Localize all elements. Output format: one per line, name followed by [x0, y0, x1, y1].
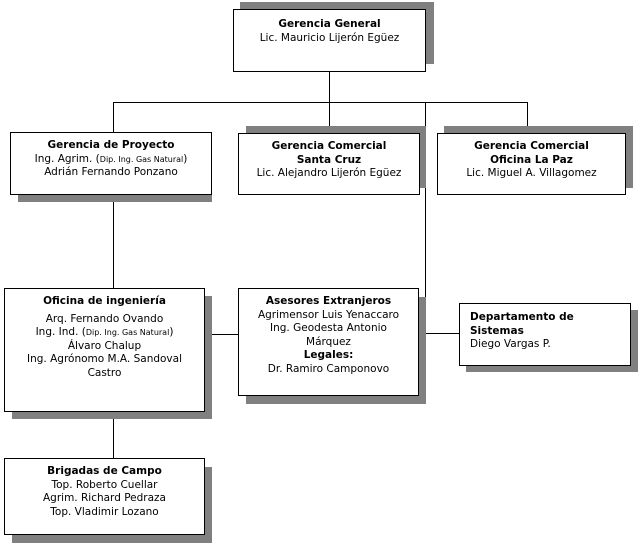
la-paz-title1: Gerencia Comercial: [474, 140, 589, 152]
asesores-line3: Márquez: [306, 335, 351, 348]
gerencia-general-title: Gerencia General: [278, 18, 381, 30]
sistemas-box: Departamento de Sistemas Diego Vargas P.: [459, 303, 631, 366]
brigadas-line1: Top. Roberto Cuellar: [51, 478, 158, 491]
sistemas-title2: Sistemas: [470, 324, 524, 337]
santa-cruz-title1: Gerencia Comercial: [271, 140, 387, 152]
la-paz-box: Gerencia Comercial Oficina La Paz Lic. M…: [437, 133, 626, 195]
gerencia-proyecto-name: Adrián Fernando Ponzano: [44, 166, 178, 178]
gerencia-proyecto-line1: Ing. Agrim. (Dip. Ing. Gas Natural): [34, 152, 188, 165]
gerencia-proyecto-title: Gerencia de Proyecto: [47, 139, 175, 151]
gerencia-general-name: Lic. Mauricio Lijerón Egüez: [259, 31, 400, 44]
santa-cruz-box: Gerencia Comercial Santa Cruz Lic. Aleja…: [238, 133, 420, 195]
connector-to-proyecto: [113, 102, 114, 133]
legales-title: Legales:: [303, 349, 354, 361]
la-paz-name: Lic. Miguel A. Villagomez: [466, 167, 597, 179]
sistemas-name: Diego Vargas P.: [470, 338, 551, 350]
connector-top-vertical: [329, 71, 330, 103]
gerencia-general-box: Gerencia General Lic. Mauricio Lijerón E…: [233, 9, 426, 72]
oficina-title: Oficina de ingeniería: [43, 295, 166, 307]
asesores-line2: Ing. Geodesta Antonio: [270, 322, 387, 334]
oficina-line2: Ing. Ind. (Dip. Ing. Gas Natural): [35, 326, 174, 338]
asesores-box: Asesores Extranjeros Agrimensor Luis Yen…: [238, 288, 419, 396]
gerencia-proyecto-box: Gerencia de Proyecto Ing. Agrim. (Dip. I…: [10, 132, 212, 195]
asesores-title: Asesores Extranjeros: [265, 295, 392, 307]
brigadas-line3: Top. Vladimir Lozano: [50, 505, 159, 518]
connector-oficina-to-brigadas: [113, 411, 114, 459]
connector-oficina-to-asesores: [204, 334, 239, 335]
brigadas-title: Brigadas de Campo: [47, 465, 162, 477]
connector-to-santa-cruz: [329, 102, 330, 133]
santa-cruz-name: Lic. Alejandro Lijerón Egüez: [256, 167, 402, 179]
brigadas-box: Brigadas de Campo Top. Roberto Cuellar A…: [4, 458, 205, 535]
oficina-line1: Arq. Fernando Ovando: [45, 312, 164, 325]
oficina-line3: Álvaro Chalup: [67, 339, 142, 352]
santa-cruz-title2: Santa Cruz: [296, 153, 362, 166]
connector-to-sistemas-vertical: [425, 102, 426, 334]
asesores-line1: Agrimensor Luis Yenaccaro: [257, 308, 400, 321]
connector-proyecto-to-oficina: [113, 194, 114, 289]
asesores-line4: Dr. Ramiro Camponovo: [267, 362, 390, 375]
oficina-line4: Ing. Agrónomo M.A. Sandoval: [27, 353, 182, 365]
sistemas-title1: Departamento de: [470, 311, 574, 323]
connector-horizontal-bus: [113, 102, 528, 103]
connector-to-sistemas-horizontal: [425, 333, 461, 334]
oficina-ingenieria-box: Oficina de ingeniería Arq. Fernando Ovan…: [4, 288, 205, 412]
la-paz-title2: Oficina La Paz: [490, 153, 573, 166]
oficina-line5: Castro: [87, 366, 122, 379]
connector-to-la-paz: [527, 102, 528, 133]
brigadas-line2: Agrim. Richard Pedraza: [43, 492, 166, 504]
